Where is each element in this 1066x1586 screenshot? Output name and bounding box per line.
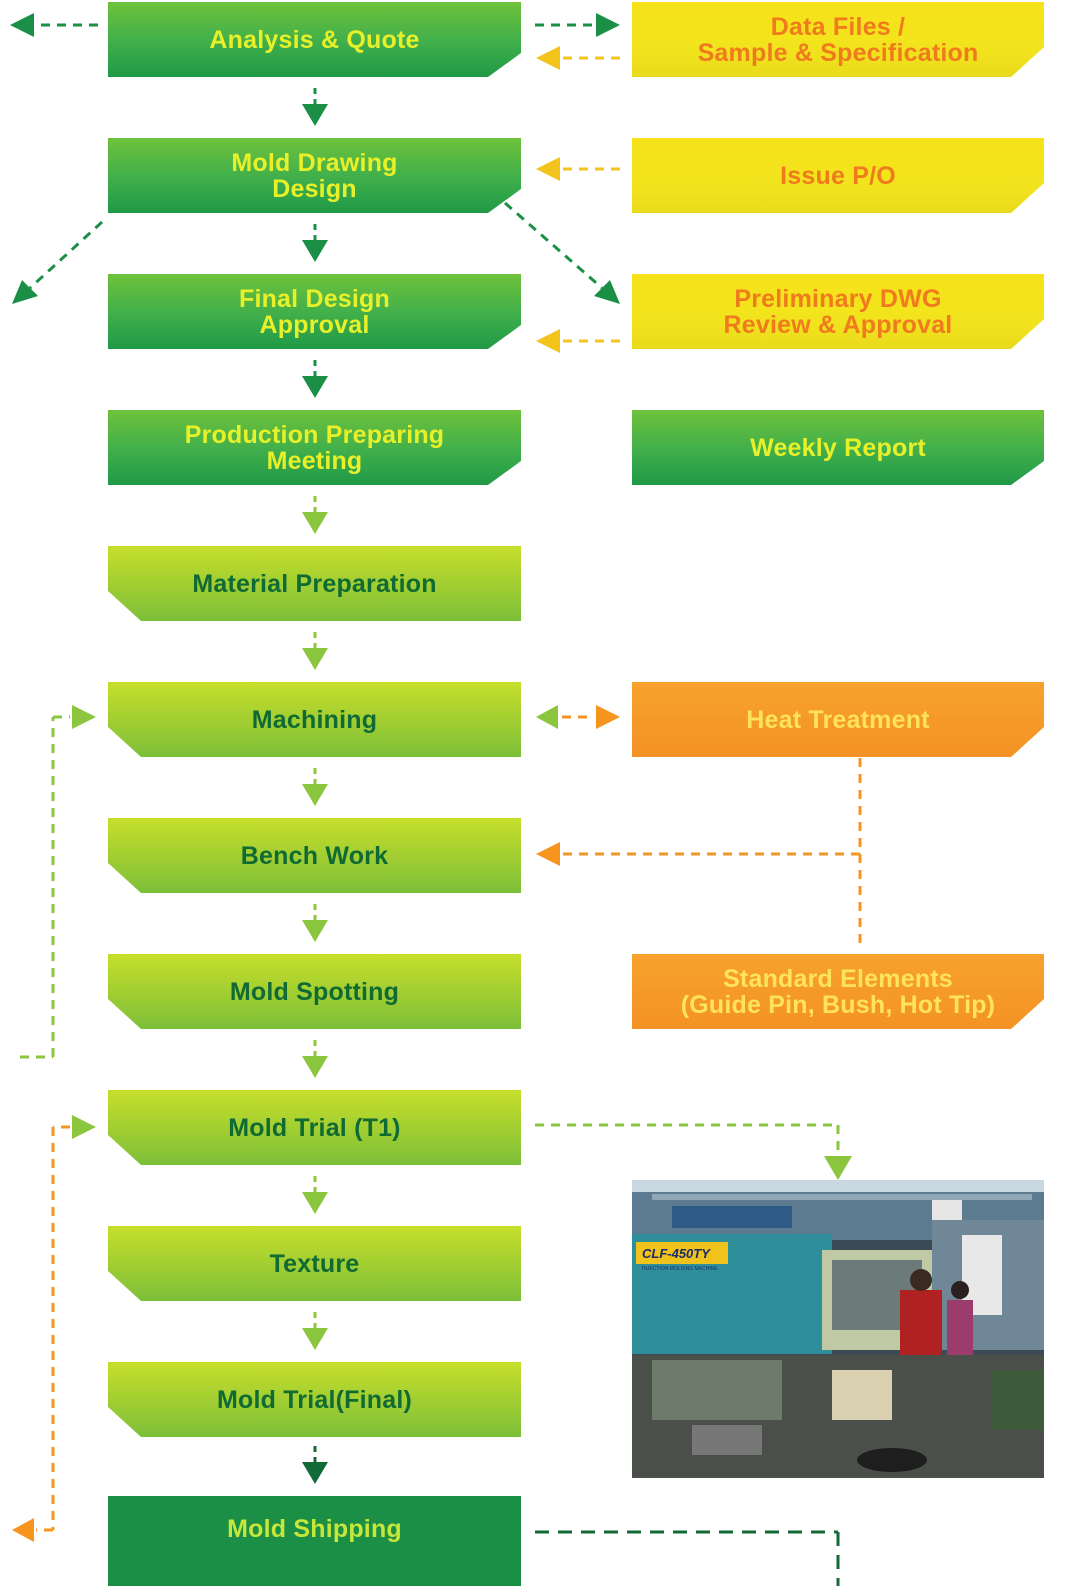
injection-machine-illustration: CLF-450TY INJECTION MOLDING MACHINE <box>632 1180 1044 1478</box>
side-data-files-line1: Data Files / <box>770 12 906 41</box>
arrow-down-11 <box>302 1446 328 1484</box>
step-production-meeting-line1: Production Preparing <box>184 420 445 449</box>
side-weekly-report-label: Weekly Report <box>750 433 926 462</box>
arrow-analysis-left <box>10 13 98 37</box>
arrow-heat-to-bench <box>536 758 862 950</box>
machine-sublabel-text: INJECTION MOLDING MACHINE <box>642 1266 718 1272</box>
side-issue-po-label: Issue P/O <box>780 161 896 190</box>
arrow-down-3 <box>302 360 328 398</box>
side-standard-elements-line1: Standard Elements <box>723 964 953 993</box>
arrow-down-8 <box>302 1040 328 1078</box>
arrow-trial-to-photo <box>535 1123 852 1180</box>
side-data-files-line2: Sample & Specification <box>697 38 979 67</box>
side-standard-elements: Standard Elements (Guide Pin, Bush, Hot … <box>632 954 1044 1029</box>
loop-shipping-to-trial <box>12 1115 96 1542</box>
step-final-design-line1: Final Design <box>238 284 391 313</box>
side-weekly-report: Weekly Report <box>632 410 1044 485</box>
step-mold-shipping-label: Mold Shipping <box>227 1515 402 1543</box>
side-preliminary-line2: Review & Approval <box>723 310 953 339</box>
arrow-shipping-right <box>535 1530 840 1586</box>
arrow-down-6 <box>302 768 328 806</box>
step-texture-label: Texture <box>269 1249 360 1278</box>
step-mold-trial-final: Mold Trial(Final) <box>108 1362 521 1437</box>
loop-spotting-to-machining <box>20 705 96 1059</box>
arrow-drawing-diag-right <box>504 201 620 304</box>
arrow-down-10 <box>302 1312 328 1350</box>
arrow-down-9 <box>302 1176 328 1214</box>
step-mold-shipping: Mold Shipping <box>108 1496 521 1586</box>
step-mold-trial-final-label: Mold Trial(Final) <box>216 1385 413 1414</box>
injection-machine-photo: CLF-450TY INJECTION MOLDING MACHINE <box>632 1180 1044 1478</box>
arrow-machining-heat-bidirectional <box>536 705 620 729</box>
step-analysis-quote: Analysis & Quote <box>108 2 521 77</box>
step-final-design-line2: Approval <box>259 310 370 339</box>
step-material-preparation: Material Preparation <box>108 546 521 621</box>
step-machining: Machining <box>108 682 521 757</box>
step-mold-spotting-label: Mold Spotting <box>229 977 400 1006</box>
arrow-analysis-to-datafiles <box>535 13 620 37</box>
step-production-meeting-line2: Meeting <box>266 446 363 475</box>
arrow-down-4 <box>302 496 328 534</box>
side-heat-treatment: Heat Treatment <box>632 682 1044 757</box>
arrow-preliminary-to-final <box>536 329 620 353</box>
machine-label-text: CLF-450TY <box>642 1246 711 1261</box>
side-preliminary-line1: Preliminary DWG <box>734 284 942 313</box>
step-material-preparation-label: Material Preparation <box>192 569 437 598</box>
arrow-down-2 <box>302 224 328 262</box>
step-machining-label: Machining <box>251 705 378 734</box>
side-data-files: Data Files / Sample & Specification <box>632 2 1044 77</box>
step-analysis-quote-label: Analysis & Quote <box>209 25 420 54</box>
step-mold-drawing-line1: Mold Drawing <box>231 148 398 177</box>
arrow-down-5 <box>302 632 328 670</box>
step-final-design-approval: Final Design Approval <box>108 274 521 349</box>
step-mold-drawing-line2: Design <box>272 174 357 203</box>
side-issue-po: Issue P/O <box>632 138 1044 213</box>
side-heat-treatment-label: Heat Treatment <box>746 705 930 734</box>
step-mold-spotting: Mold Spotting <box>108 954 521 1029</box>
arrow-down-7 <box>302 904 328 942</box>
step-mold-trial-t1: Mold Trial (T1) <box>108 1090 521 1165</box>
side-preliminary-dwg: Preliminary DWG Review & Approval <box>632 274 1044 349</box>
step-texture: Texture <box>108 1226 521 1301</box>
side-standard-elements-line2: (Guide Pin, Bush, Hot Tip) <box>680 990 996 1019</box>
arrow-issuepo-to-drawing <box>536 157 620 181</box>
step-mold-drawing-design: Mold Drawing Design <box>108 138 521 213</box>
arrow-drawing-diag-left <box>12 220 104 304</box>
arrow-down-1 <box>302 88 328 126</box>
step-mold-trial-t1-label: Mold Trial (T1) <box>228 1113 401 1142</box>
step-production-preparing-meeting: Production Preparing Meeting <box>108 410 521 485</box>
arrow-datafiles-to-analysis <box>536 46 620 70</box>
step-bench-work-label: Bench Work <box>240 841 389 870</box>
step-bench-work: Bench Work <box>108 818 521 893</box>
